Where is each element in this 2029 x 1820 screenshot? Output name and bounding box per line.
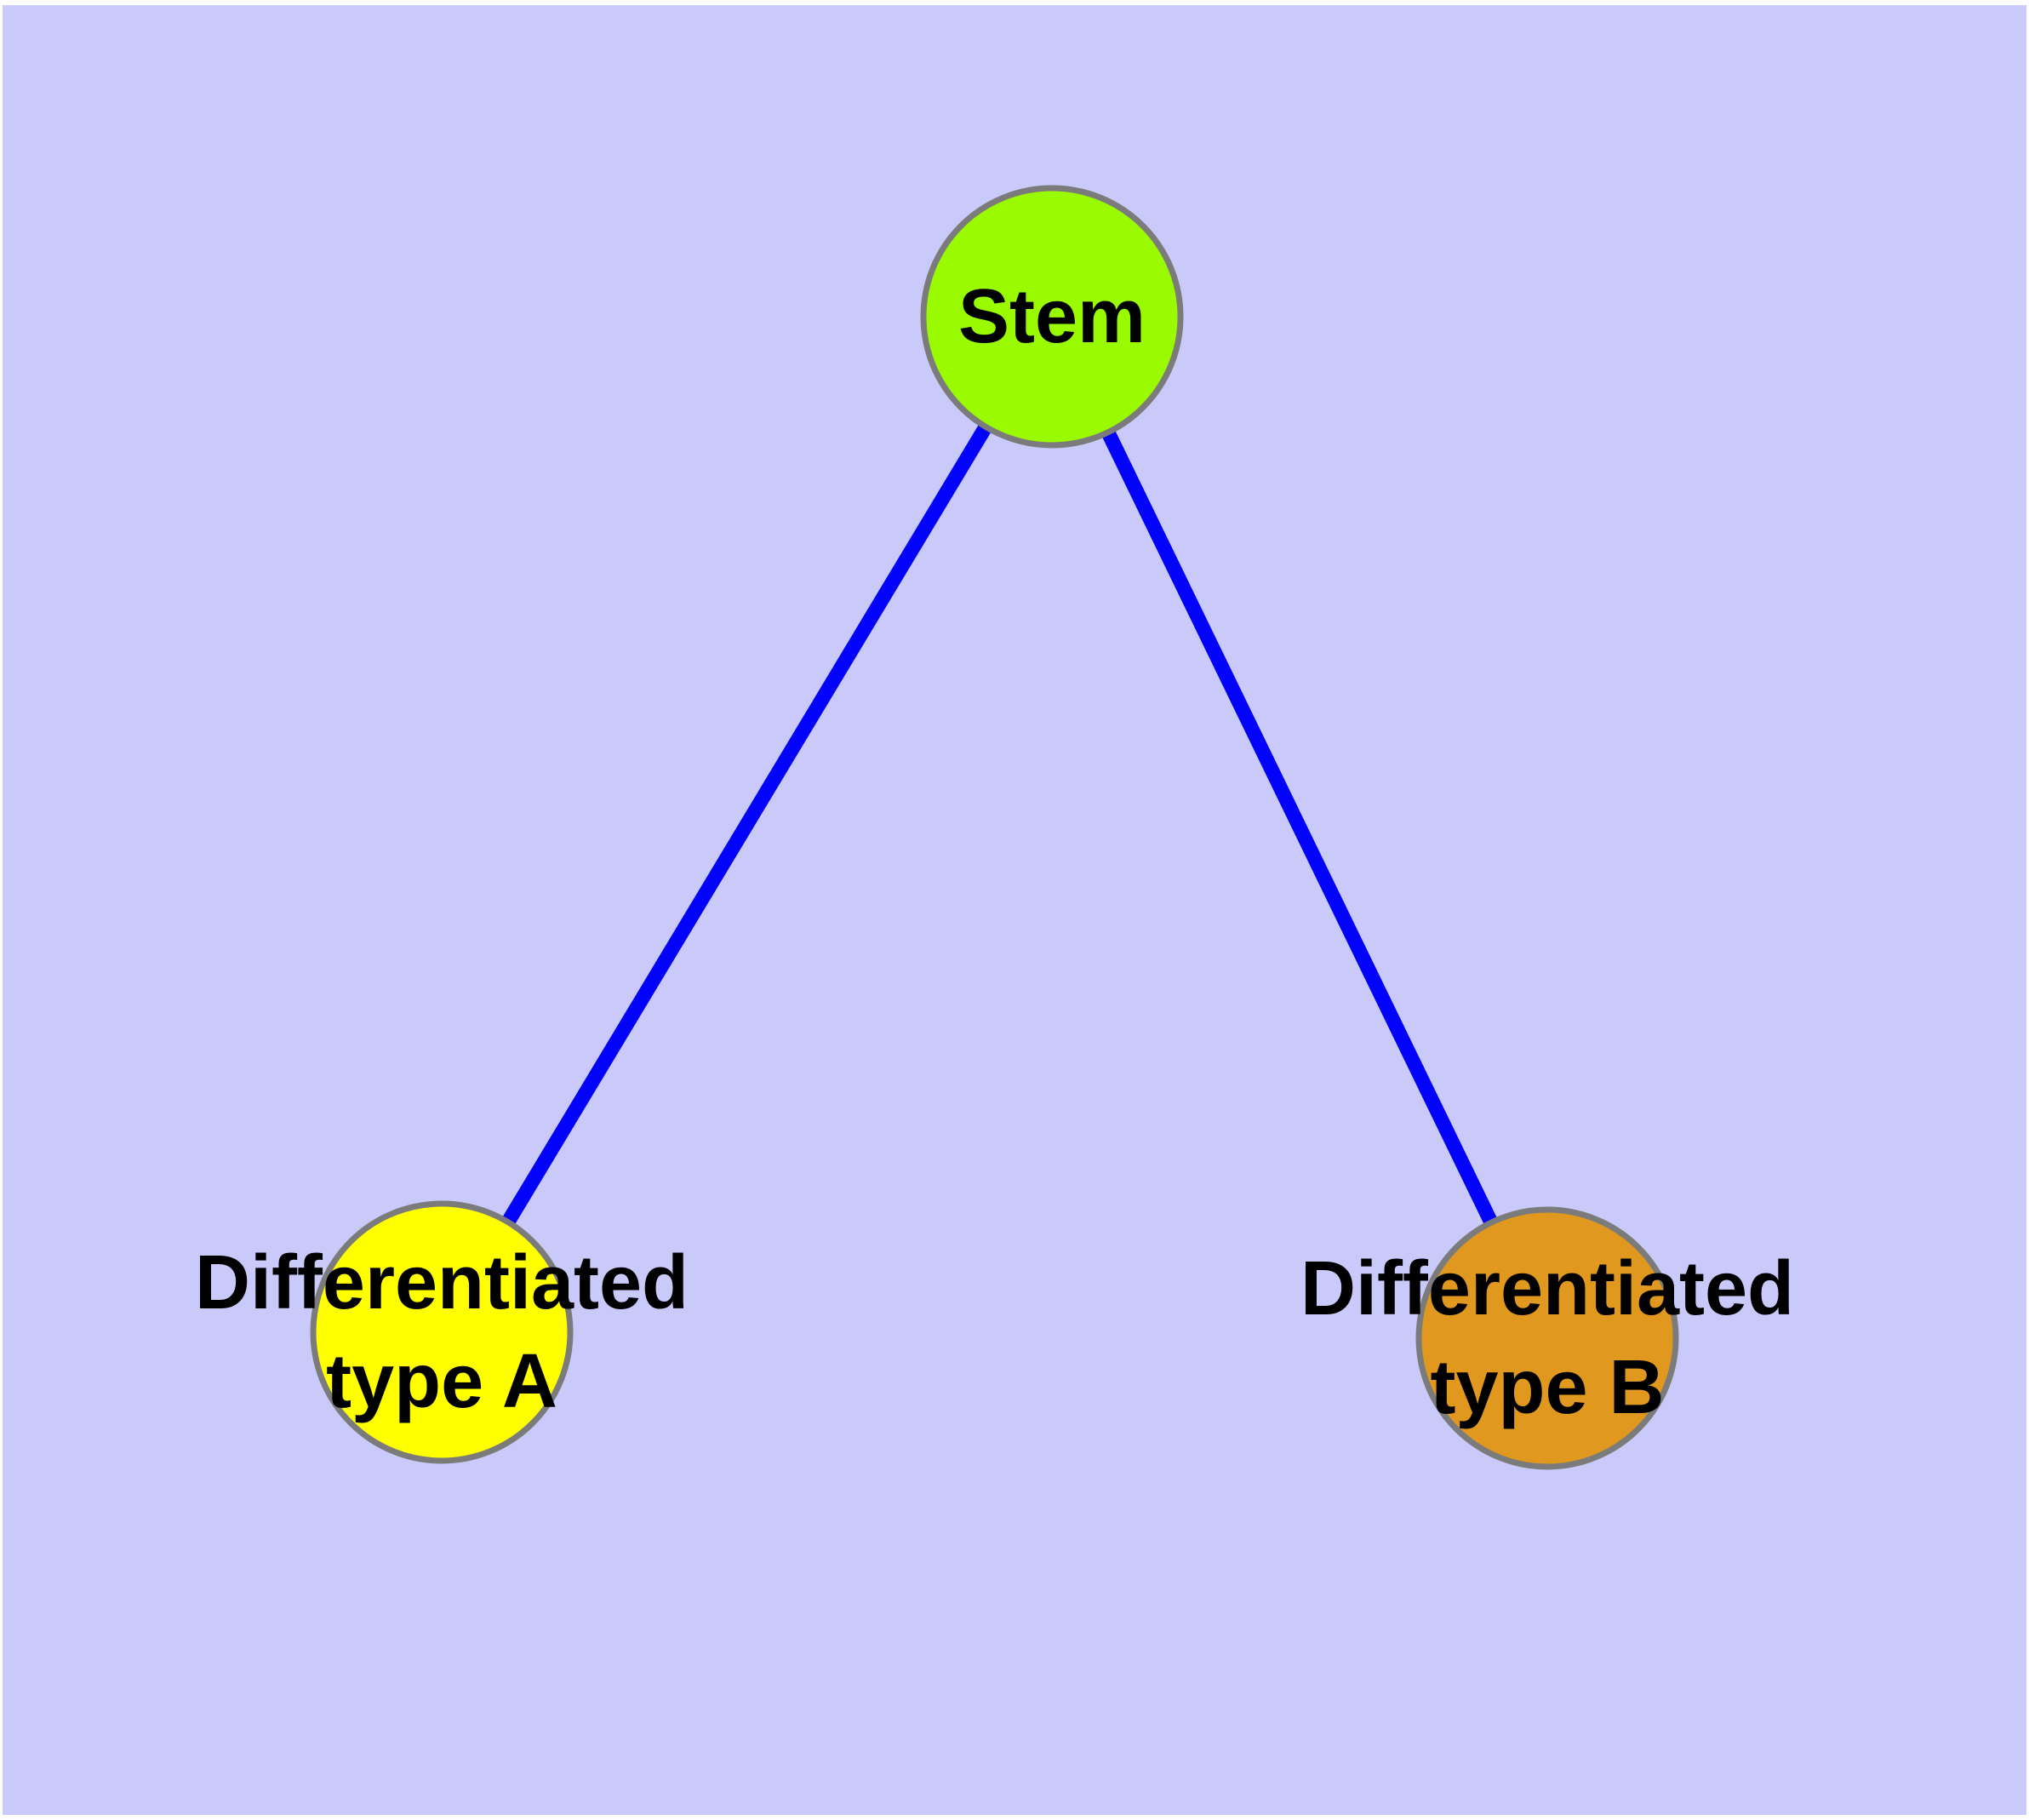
edge-stem-to-type-a (435, 312, 1059, 1336)
node-type-a-label-line1: Differentiated (195, 1240, 689, 1325)
edge-stem-to-type-b (1045, 313, 1554, 1342)
node-stem: Stem (920, 185, 1184, 449)
node-stem-label: Stem (958, 274, 1146, 359)
node-stem-circle (920, 185, 1184, 449)
node-type-a-label-line2: type A (326, 1339, 557, 1424)
node-differentiated-type-b: Differentiated type B (1300, 1206, 1794, 1470)
node-differentiated-type-a: Differentiated type A (195, 1200, 689, 1464)
node-type-a-circle (310, 1200, 574, 1464)
edge-group (435, 312, 1554, 1342)
node-type-b-label-line2: type B (1430, 1345, 1664, 1430)
node-type-b-circle (1415, 1206, 1679, 1470)
node-type-b-label-line1: Differentiated (1300, 1246, 1794, 1331)
